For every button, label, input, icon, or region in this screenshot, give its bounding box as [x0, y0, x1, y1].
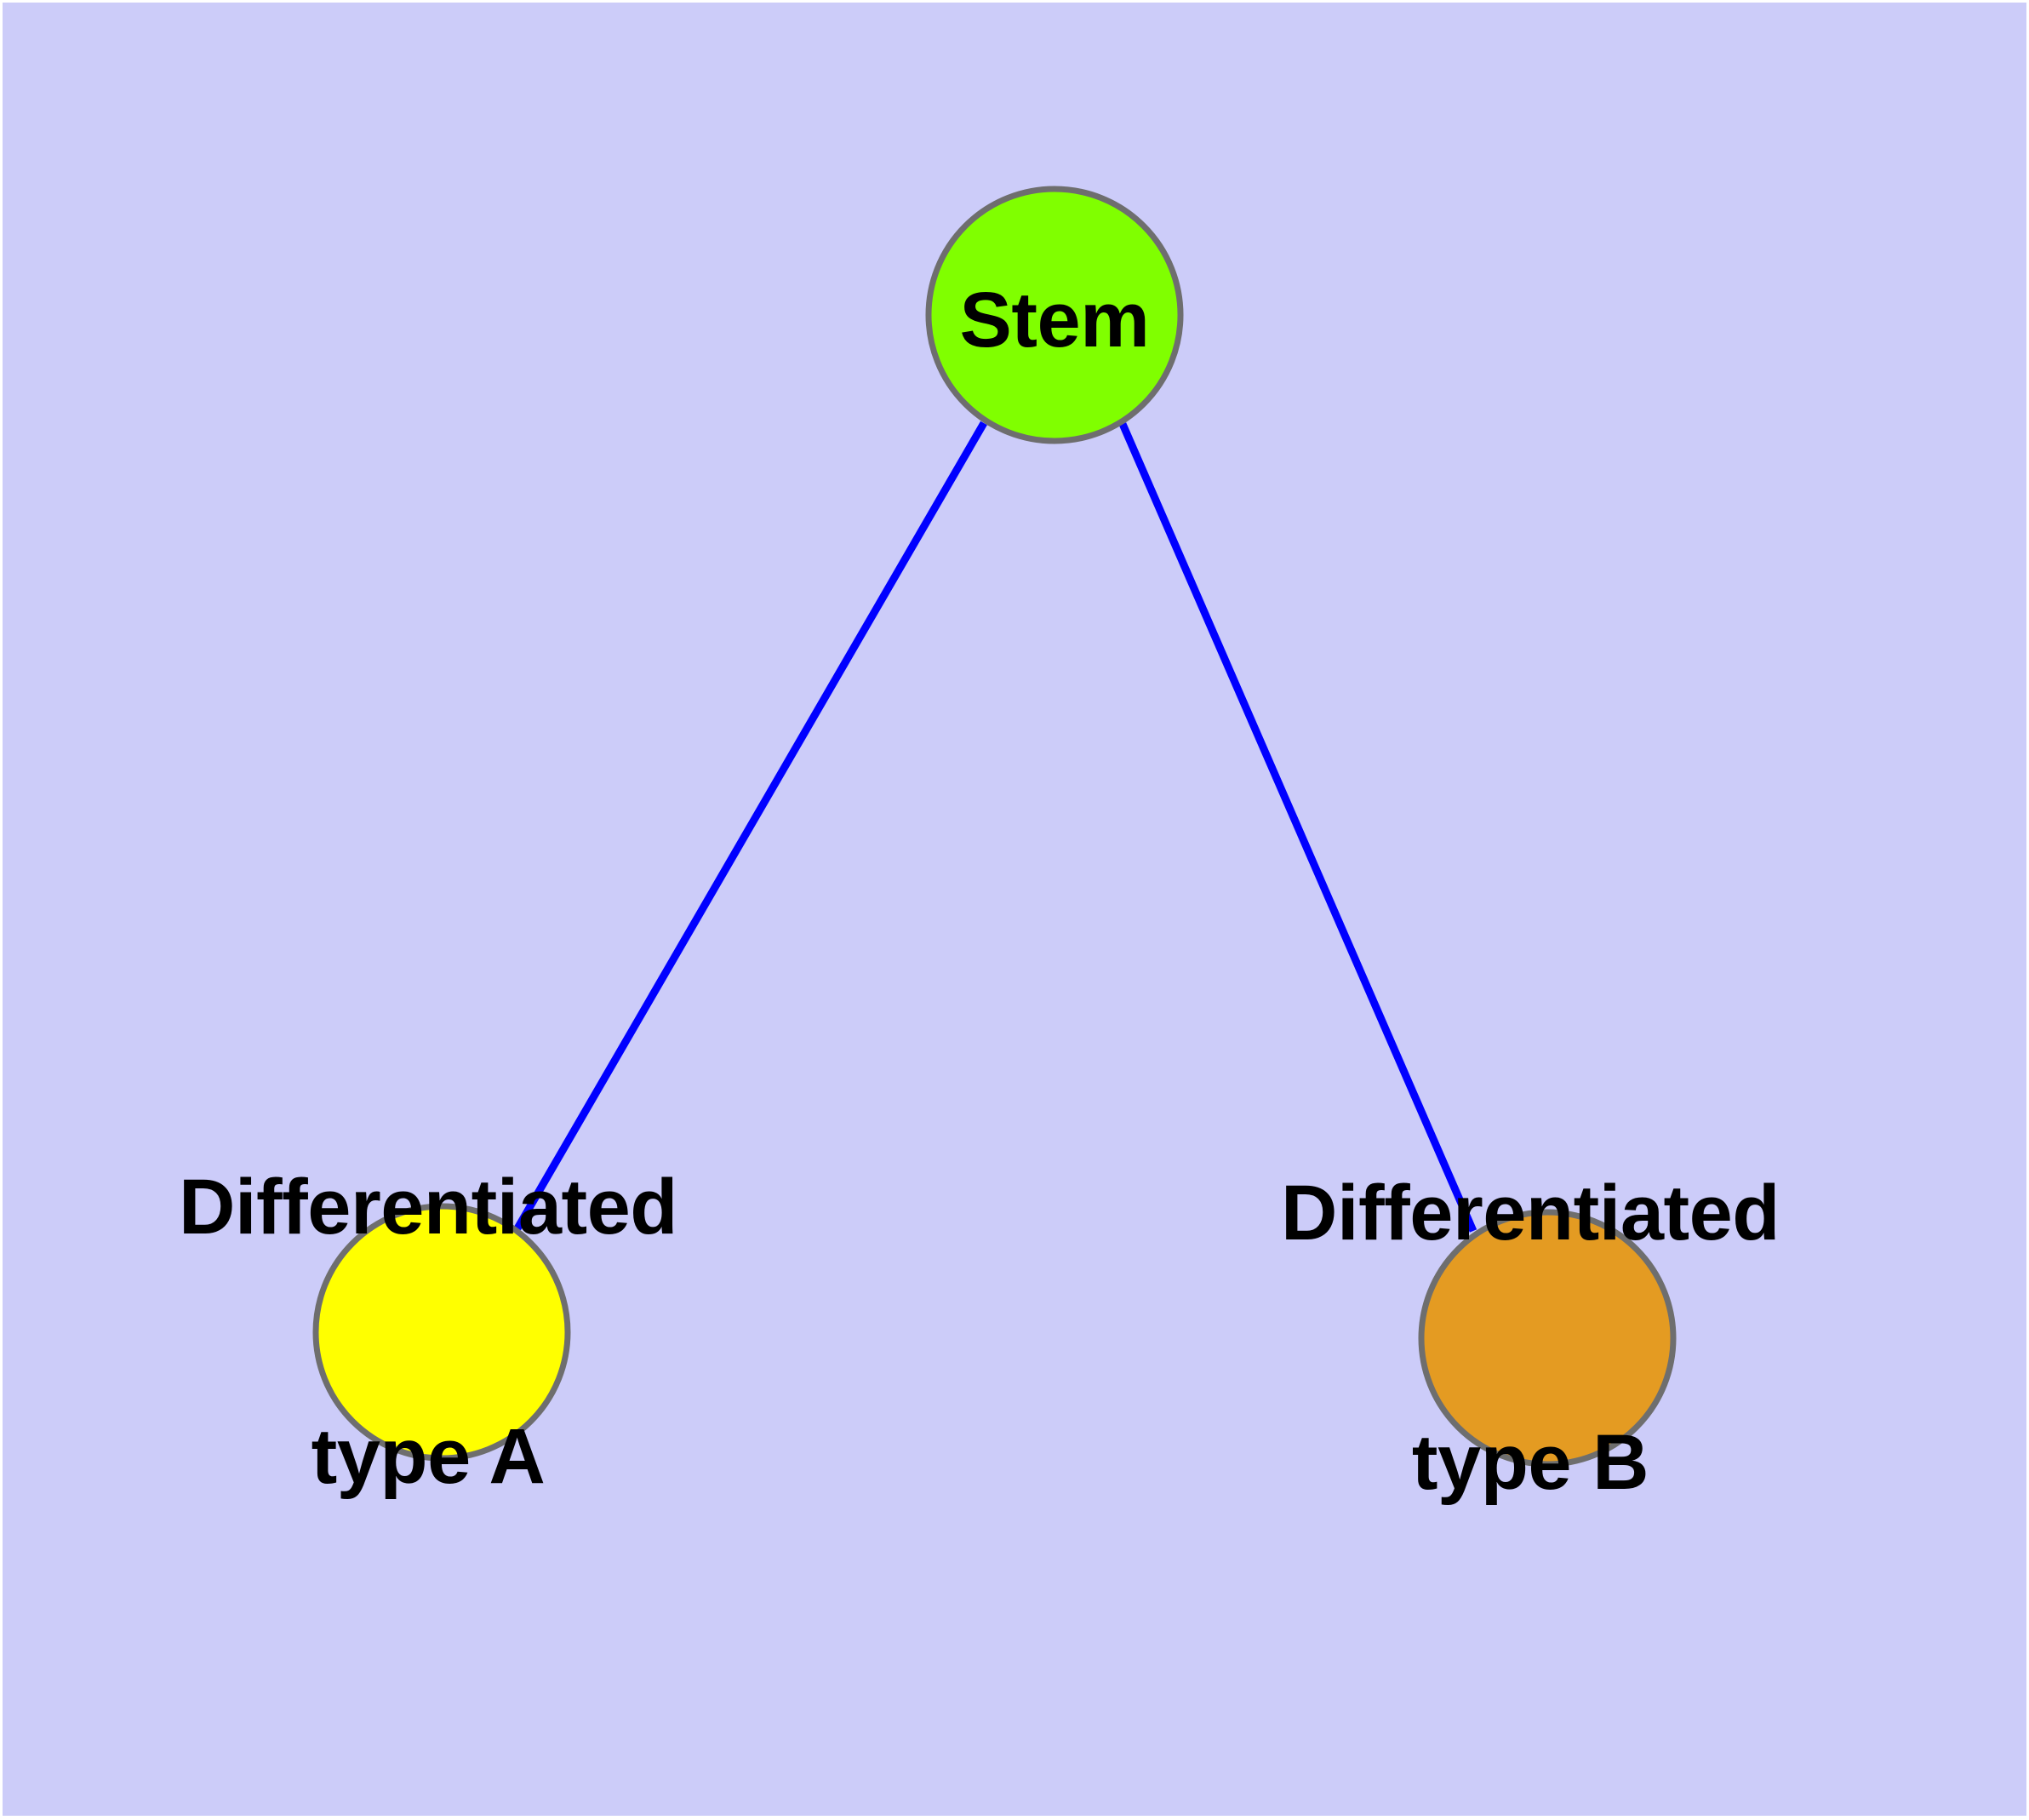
node-differentiated-type-b[interactable]: [1418, 1209, 1677, 1468]
edge-stem-to-differentiated-type-b: [1118, 422, 1477, 1233]
node-stem[interactable]: [925, 186, 1184, 444]
edge-stem-to-differentiated-type-a: [514, 421, 987, 1231]
edge-layer: [514, 421, 1477, 1233]
node-layer: [312, 186, 1677, 1468]
node-differentiated-type-a[interactable]: [312, 1203, 571, 1462]
